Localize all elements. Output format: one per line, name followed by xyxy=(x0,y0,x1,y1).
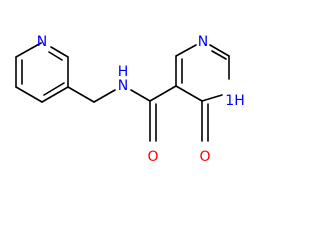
bond xyxy=(149,85,177,102)
bond xyxy=(43,82,65,96)
bond xyxy=(201,94,223,102)
bond xyxy=(41,86,69,103)
bond xyxy=(209,44,230,57)
bond xyxy=(93,89,116,103)
bond xyxy=(15,42,42,58)
atom-o-keto: O xyxy=(199,149,210,165)
bond xyxy=(50,46,69,58)
atom-n-pyrimidine-top: N xyxy=(198,34,208,50)
bond xyxy=(211,50,227,60)
atom-o-carbonyl: O xyxy=(147,149,158,165)
atom-n-amide: N xyxy=(118,78,128,94)
atom-n-pyridine: N xyxy=(37,34,47,50)
atom-nh-pyrimidine: 1H xyxy=(225,93,244,109)
atom-h-amide: H xyxy=(118,64,129,80)
bond xyxy=(130,89,151,102)
bond xyxy=(175,44,197,57)
molecule-diagram: N N H O N 1H O xyxy=(15,34,245,165)
bond xyxy=(48,51,63,61)
bond xyxy=(175,85,203,102)
pyridine-ring xyxy=(15,42,69,103)
pyrimidinone-ring xyxy=(175,44,230,142)
bond xyxy=(67,86,95,103)
bond xyxy=(15,86,43,103)
